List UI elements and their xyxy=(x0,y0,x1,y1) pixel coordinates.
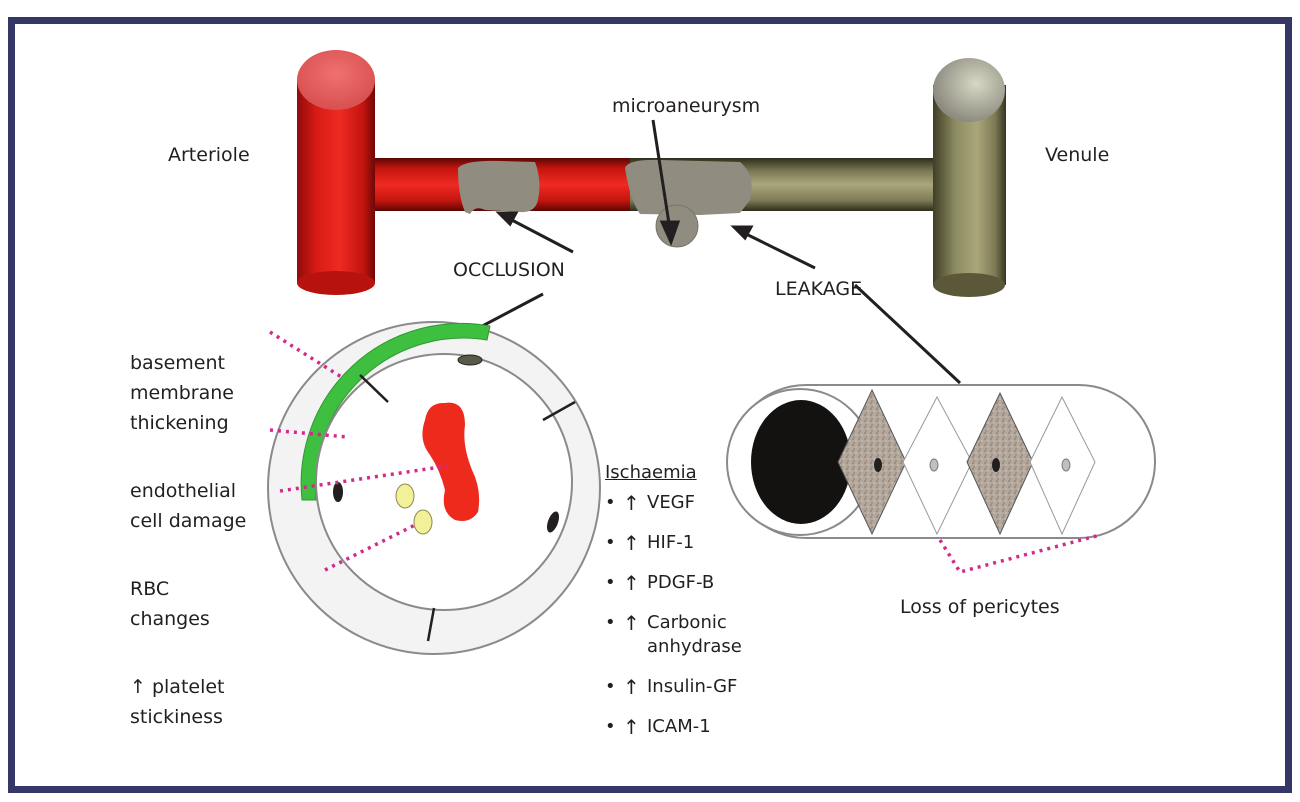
basement-membrane-label: basement membrane thickening xyxy=(130,352,234,434)
tube-connector xyxy=(853,283,962,385)
ischaemia-item-text: Insulin-GF xyxy=(647,676,738,697)
up-arrow-icon: ↑ xyxy=(623,611,640,635)
microaneurysm-arrow xyxy=(651,119,672,231)
up-arrow-icon: ↑ xyxy=(623,675,640,699)
pericyte xyxy=(837,388,907,536)
ischaemia-item: • ↑ VEGF xyxy=(605,491,742,515)
platelet xyxy=(413,509,433,535)
ischaemia-heading: Ischaemia xyxy=(605,462,697,483)
endothelial-damage-label: endothelial cell damage xyxy=(130,480,247,532)
up-arrow-icon: ↑ xyxy=(623,571,640,595)
bullet-icon: • xyxy=(605,716,616,737)
pericyte xyxy=(966,391,1034,536)
capillary-tube-pericytes xyxy=(726,384,1156,575)
ischaemia-item-text: HIF-1 xyxy=(647,532,695,553)
bullet-icon: • xyxy=(605,612,616,633)
occlusion-arrow-head xyxy=(495,211,519,227)
ischaemia-item-text: PDGF-B xyxy=(647,572,715,593)
ischaemia-item: • ↑ Carbonic anhydrase xyxy=(605,611,742,659)
cross-section-labels: basement membrane thickening endothelial… xyxy=(130,318,246,770)
ischaemia-item-text: ICAM-1 xyxy=(647,716,711,737)
ischaemia-item-text: VEGF xyxy=(647,492,695,513)
leakage-arrow xyxy=(741,230,816,270)
occlusion-arrow xyxy=(507,216,574,254)
bullet-icon: • xyxy=(605,492,616,513)
ischaemia-item: • ↑ PDGF-B xyxy=(605,571,742,595)
ischaemia-item: • ↑ Insulin-GF xyxy=(605,675,742,699)
platelet-stickiness-label: ↑ platelet stickiness xyxy=(130,676,225,728)
occlusion-label: OCCLUSION xyxy=(453,259,565,281)
rbc-changes-label: RBC changes xyxy=(130,578,210,630)
arteriole-vessel xyxy=(297,50,375,295)
leakage-arrow-head xyxy=(730,225,754,241)
arteriole-label: Arteriole xyxy=(168,144,250,166)
venule-vessel xyxy=(933,58,1006,297)
bullet-icon: • xyxy=(605,532,616,553)
ischaemia-list: Ischaemia • ↑ VEGF • ↑ HIF-1 • ↑ PDGF-B • ↑ Carboni… xyxy=(605,462,742,755)
occlusion-plug xyxy=(458,160,540,214)
bullet-icon: • xyxy=(605,676,616,697)
platelet xyxy=(395,483,415,509)
microaneurysm-arrow-head xyxy=(659,220,681,247)
capillary-cross-section xyxy=(267,321,601,655)
up-arrow-icon: ↑ xyxy=(623,491,640,515)
venule-label: Venule xyxy=(1045,144,1110,166)
microaneurysm-label: microaneurysm xyxy=(612,95,761,117)
leakage-region xyxy=(625,159,752,215)
ischaemia-item: • ↑ ICAM-1 xyxy=(605,715,742,739)
ischaemia-item-text: Carbonic anhydrase xyxy=(647,612,742,657)
up-arrow-icon: ↑ xyxy=(623,531,640,555)
red-blood-cell-cluster xyxy=(422,402,480,521)
leakage-label: LEAKAGE xyxy=(775,278,863,300)
bullet-icon: • xyxy=(605,572,616,593)
ischaemia-item: • ↑ HIF-1 xyxy=(605,531,742,555)
loss-of-pericytes-label: Loss of pericytes xyxy=(900,596,1060,618)
up-arrow-icon: ↑ xyxy=(623,715,640,739)
